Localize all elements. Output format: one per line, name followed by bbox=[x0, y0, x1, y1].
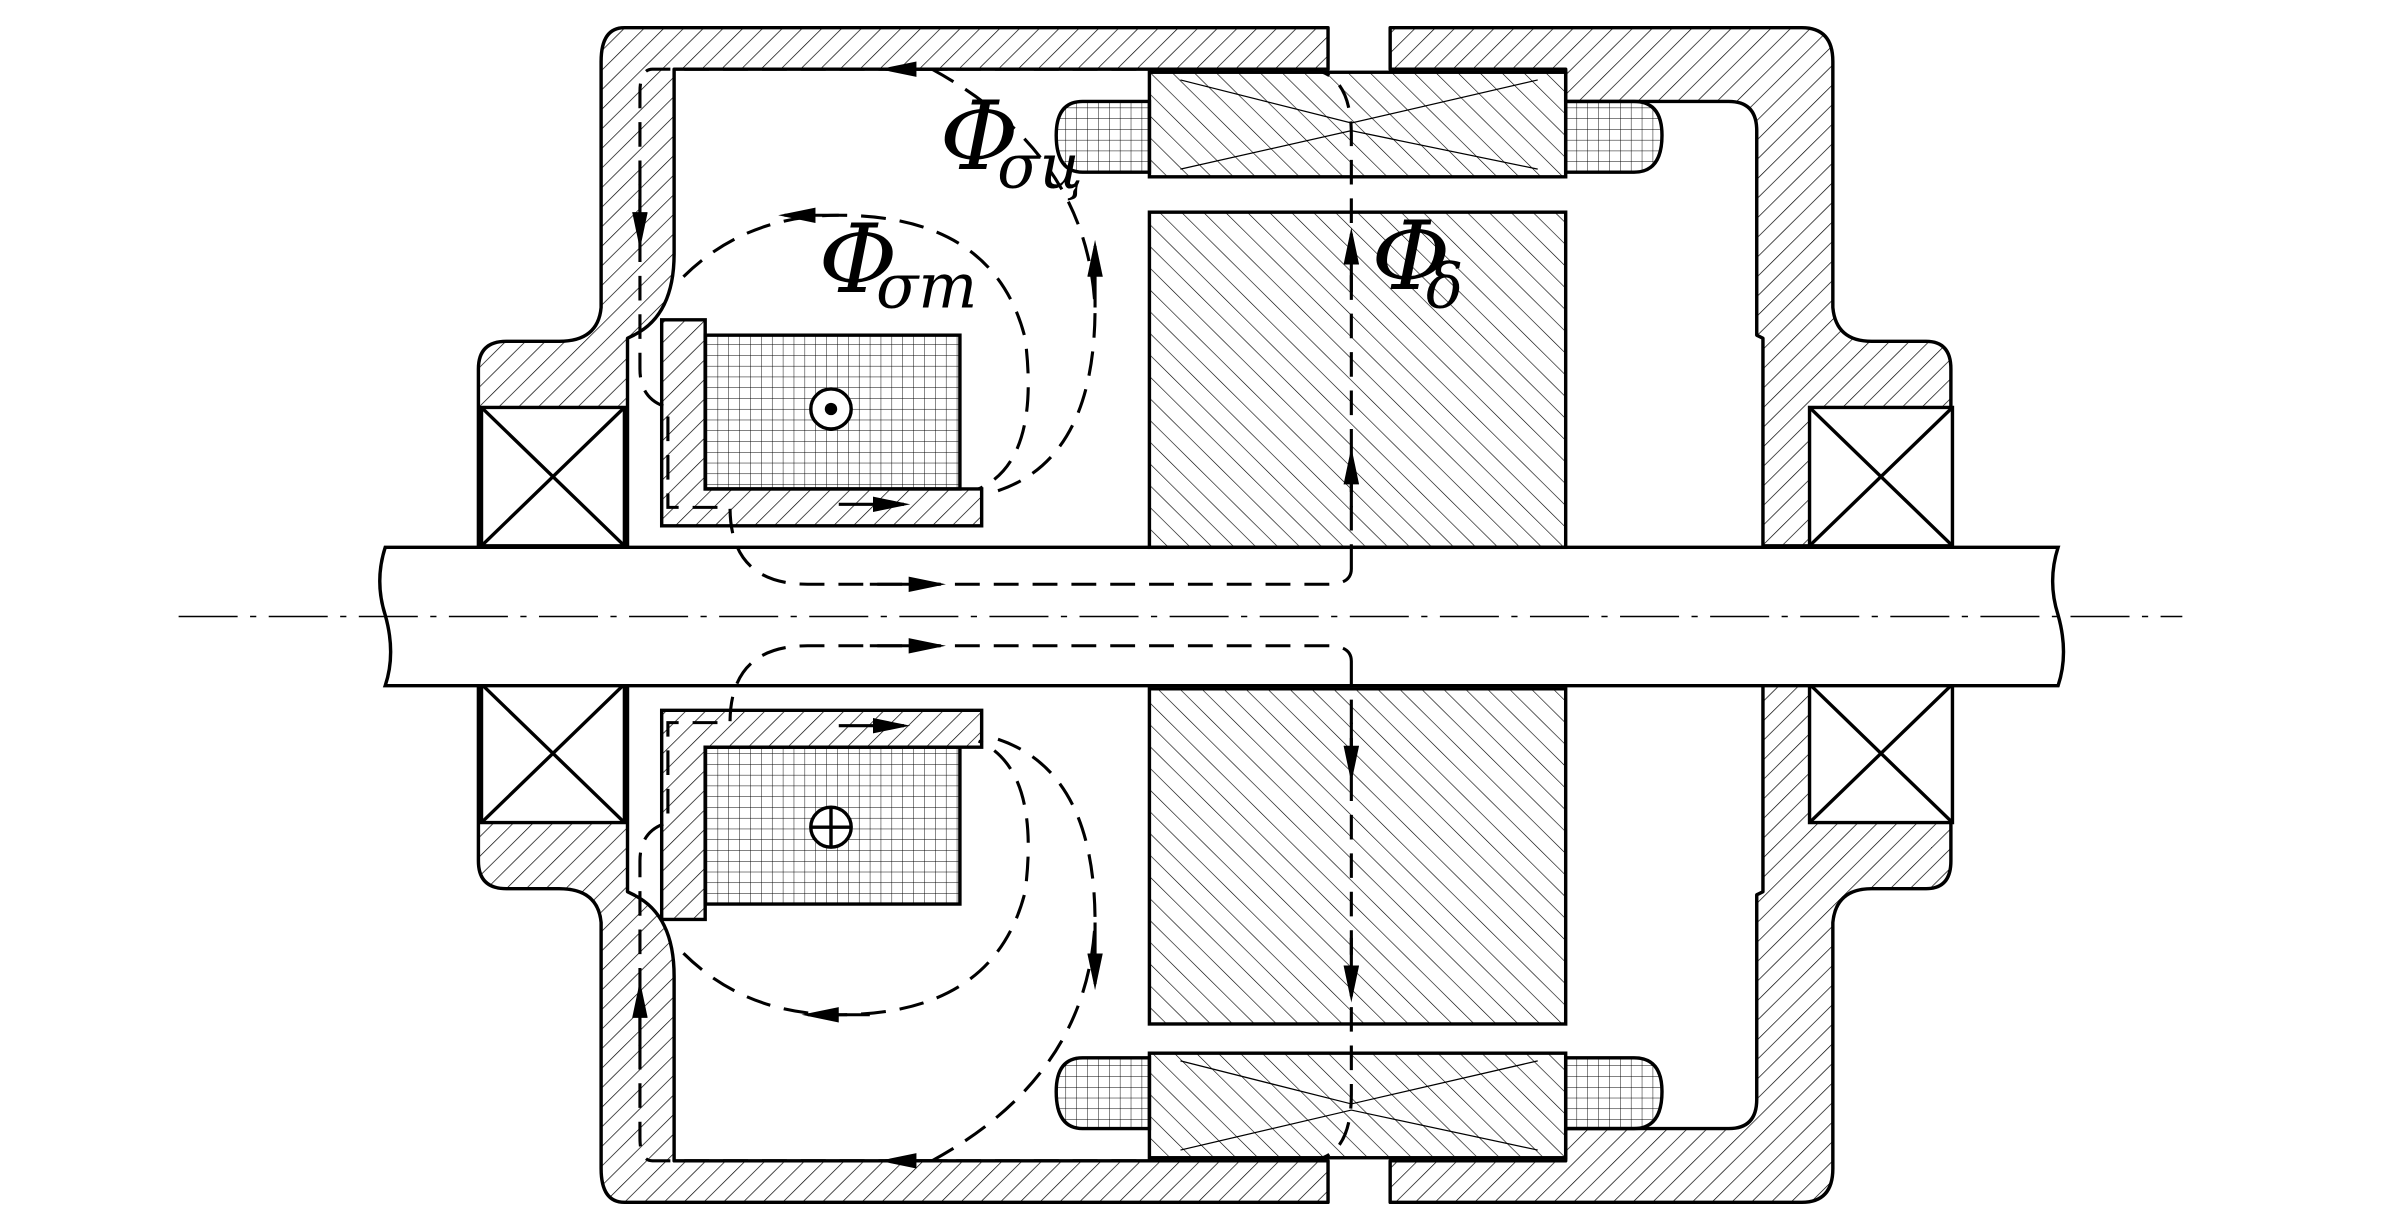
excitation-pole-upper bbox=[659, 318, 984, 528]
label-flux-leak-m-sub: σm bbox=[876, 251, 977, 323]
flux-path-leak-c-lower bbox=[931, 736, 1097, 1163]
label-flux-gap-main: Φ bbox=[1372, 201, 1451, 312]
stator-core-top bbox=[1147, 70, 1568, 179]
excitation-pole-lower bbox=[659, 708, 984, 922]
bearing-right-bottom bbox=[1807, 682, 1955, 825]
flux-path-leak-m-upper bbox=[682, 213, 1030, 491]
label-flux-gap: Φ δ bbox=[1372, 201, 1464, 323]
bearing-left-top bbox=[479, 405, 627, 548]
rotor-core-top bbox=[1147, 210, 1568, 550]
flux-path-main-lower bbox=[638, 644, 1353, 1163]
current-out-dot-icon bbox=[809, 387, 853, 431]
rotor-core-bottom bbox=[1147, 687, 1568, 1026]
label-flux-leak-m: Φ σm bbox=[819, 204, 978, 323]
bearing-left-bottom bbox=[479, 682, 627, 825]
flux-arrows bbox=[632, 61, 1360, 1169]
label-flux-leak-m-main: Φ bbox=[819, 204, 898, 315]
label-flux-leak-c: Φ σц bbox=[940, 81, 1083, 203]
stator-core-bottom bbox=[1147, 1051, 1568, 1160]
shaft bbox=[178, 545, 2183, 688]
label-flux-leak-c-sub: σц bbox=[997, 131, 1083, 203]
stator-winding-ends bbox=[1054, 99, 1664, 1131]
label-flux-gap-sub: δ bbox=[1426, 251, 1463, 323]
current-in-cross-icon bbox=[809, 805, 853, 849]
label-flux-leak-c-main: Φ bbox=[940, 81, 1019, 192]
flux-path-leak-m-lower bbox=[682, 739, 1030, 1017]
flux-path-leak-c-upper bbox=[931, 67, 1097, 494]
flux-path-main-upper bbox=[638, 67, 1353, 586]
flux-paths bbox=[638, 67, 1353, 1163]
bearing-right-top bbox=[1807, 405, 1955, 548]
